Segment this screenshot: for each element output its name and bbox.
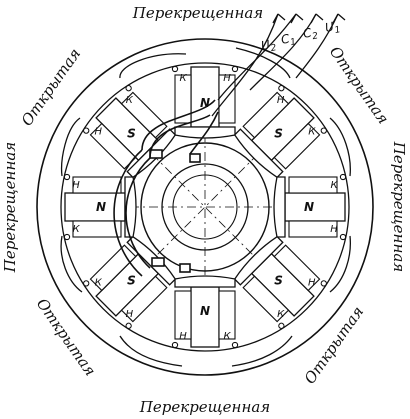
label-upper-right: Открытая xyxy=(326,43,393,127)
terminal-point xyxy=(63,173,71,181)
field-coil-side xyxy=(242,275,290,323)
pole-letter: S xyxy=(274,126,283,140)
terminal-label-end: К xyxy=(277,309,285,320)
pole-left: N К Н xyxy=(63,173,137,241)
pole-lower-right: S Н К xyxy=(233,235,327,329)
terminal-point xyxy=(125,85,132,92)
terminal-point xyxy=(63,233,71,241)
field-coil-side xyxy=(273,122,321,170)
terminal-point xyxy=(231,65,239,73)
terminal-point xyxy=(171,65,179,73)
lead-label-u2: U2 xyxy=(260,36,278,56)
field-coil-side xyxy=(72,220,122,238)
terminal-point xyxy=(171,341,179,349)
pole-letter: S xyxy=(127,126,136,140)
terminal-label-end: К xyxy=(308,126,316,137)
pole-shoe xyxy=(174,275,236,288)
terminal-label-end: К xyxy=(179,73,187,84)
pole-shoe xyxy=(273,176,286,238)
pole-letter: N xyxy=(200,304,210,318)
pole-shoe xyxy=(174,126,236,139)
pole-core xyxy=(284,192,346,222)
lead-label-c1: C1 xyxy=(280,30,297,50)
external-leads xyxy=(211,13,346,117)
lead-label-c2: C2 xyxy=(302,24,320,44)
pole-letter: N xyxy=(200,96,210,110)
label-left: Перекрещенная xyxy=(1,142,19,273)
terminal-label-start: Н xyxy=(126,309,134,320)
terminal-point xyxy=(231,341,239,349)
field-coil-side xyxy=(120,275,168,323)
label-bottom: Перекрещенная xyxy=(139,398,270,416)
armature-inner xyxy=(161,163,249,251)
terminal-label-start: Н xyxy=(223,73,231,84)
terminal-label-start: Н xyxy=(277,95,285,106)
field-coil-side xyxy=(89,244,137,292)
terminal-point xyxy=(278,322,285,329)
pole-bottom: N К Н xyxy=(171,275,239,349)
terminal-point xyxy=(83,127,90,134)
terminal-label-start: Н xyxy=(72,180,80,191)
pole-lower-left: S Н К xyxy=(83,235,177,329)
commutator-circle xyxy=(172,174,238,240)
terminal-point xyxy=(339,233,347,241)
terminal-label-end: К xyxy=(72,224,80,235)
label-upper-left: Открытая xyxy=(18,45,85,129)
pole-letter: S xyxy=(274,274,283,288)
brush-gear xyxy=(113,99,219,277)
field-coil-side xyxy=(174,290,192,340)
terminal-label-start: Н xyxy=(330,224,338,235)
label-right: Перекрещенная xyxy=(390,141,408,272)
armature-outer xyxy=(140,142,270,272)
pole-right: N К Н xyxy=(273,173,347,241)
pole-upper-right: S Н К xyxy=(233,85,327,179)
field-coil-side xyxy=(273,244,321,292)
inner-frame-ring xyxy=(60,62,350,352)
lead-label-u1: U1 xyxy=(324,18,342,38)
field-coil-side xyxy=(242,91,290,139)
field-coil-side xyxy=(218,290,236,340)
terminal-point xyxy=(320,127,327,134)
terminal-point xyxy=(125,322,132,329)
pole-letter: S xyxy=(127,274,136,288)
outer-frame-ring xyxy=(36,38,374,376)
pole-letter: N xyxy=(304,200,314,214)
terminal-label-start: Н xyxy=(179,331,187,342)
field-coil-side xyxy=(120,91,168,139)
terminal-label-end: К xyxy=(126,95,134,106)
connection-wires xyxy=(60,47,351,367)
terminal-point xyxy=(278,85,285,92)
label-lower-left: Открытая xyxy=(33,295,100,379)
pole-letter: N xyxy=(96,200,106,214)
field-coil-side xyxy=(288,220,338,238)
field-coil-side xyxy=(72,176,122,194)
pole-top: N К Н xyxy=(171,65,239,139)
terminal-point xyxy=(339,173,347,181)
terminal-label-start: Н xyxy=(94,126,102,137)
field-coil-side xyxy=(288,176,338,194)
label-top: Перекрещенная xyxy=(132,4,263,22)
terminal-label-end: К xyxy=(95,278,103,289)
terminal-label-end: К xyxy=(330,180,338,191)
terminal-point xyxy=(83,280,90,287)
field-coil-side xyxy=(174,74,192,124)
terminal-label-end: К xyxy=(223,331,231,342)
terminal-label-start: Н xyxy=(308,278,316,289)
terminal-point xyxy=(320,280,327,287)
poles-group: N К Н S Н К N К Н S Н К N К Н S Н К N К Н S Н К xyxy=(63,65,347,349)
